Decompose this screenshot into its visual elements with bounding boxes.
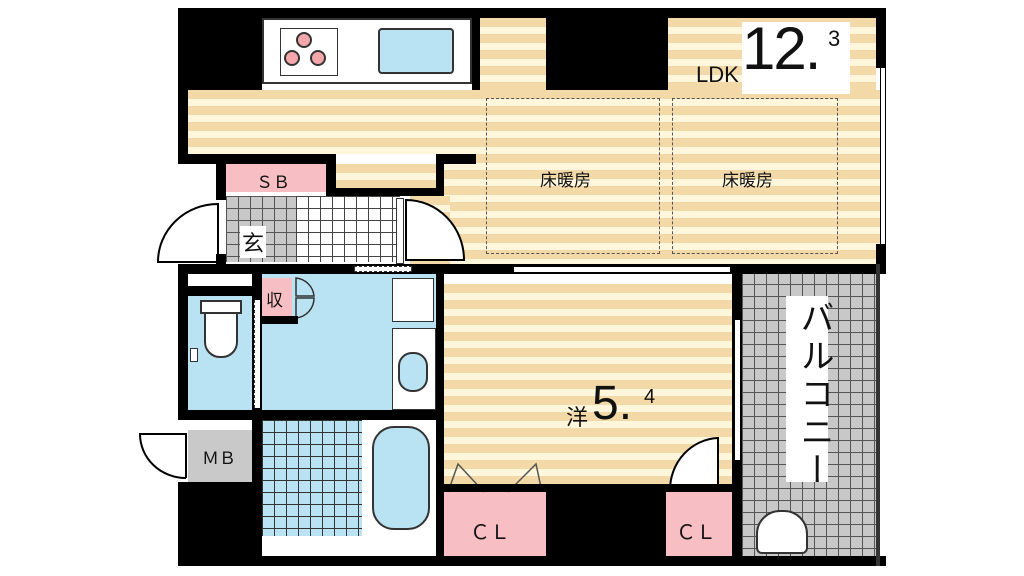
closet-right — [666, 492, 732, 564]
ldk-size-box — [742, 22, 850, 94]
wall — [546, 484, 666, 566]
window — [734, 320, 741, 460]
storage-label-overlay: 収 — [266, 291, 283, 310]
meter-box-label: ＭＢ — [202, 449, 236, 468]
wall — [188, 286, 252, 296]
toilet-tank-icon — [200, 300, 242, 314]
sliding-door — [254, 300, 260, 408]
ldk-floor-upper-strip — [480, 18, 546, 90]
burner-icon — [296, 32, 312, 48]
wall — [252, 274, 262, 566]
paper-holder-icon — [190, 348, 198, 362]
wall — [876, 264, 880, 566]
ldk-label: LDK — [696, 62, 739, 87]
closet-left — [444, 492, 546, 564]
sliding-door — [354, 266, 412, 272]
wall — [876, 8, 886, 68]
wall — [216, 254, 226, 268]
closet-right-label: ＣＬ — [676, 522, 716, 544]
floor-heating-label-left: 床暖房 — [540, 171, 591, 190]
wall — [436, 154, 444, 196]
sliding-door — [396, 198, 404, 264]
wall — [178, 264, 188, 418]
entrance-floor — [226, 196, 296, 262]
washbasin-icon — [398, 352, 428, 392]
washing-machine-icon — [392, 278, 434, 322]
ldk-size: 12. — [742, 15, 821, 82]
closet-left-door-icon — [447, 462, 543, 493]
ldk-floor-lower — [440, 154, 880, 264]
wall — [262, 316, 298, 324]
kitchen-sink-icon — [378, 28, 454, 74]
window — [514, 266, 730, 273]
ldk-floor — [188, 90, 880, 154]
corridor-floor — [334, 164, 440, 190]
entrance-tile — [296, 196, 400, 262]
wall — [262, 410, 436, 420]
ldk-size-decimal: 3 — [828, 26, 841, 51]
wall — [876, 244, 886, 272]
window — [880, 68, 886, 244]
closet-left-label: ＣＬ — [470, 522, 510, 544]
wall — [334, 188, 444, 196]
shoe-box — [226, 164, 326, 192]
bathtub-icon — [372, 426, 430, 530]
closet-door-icon — [295, 277, 315, 319]
meter-box — [188, 430, 252, 482]
hall-door-icon — [405, 198, 466, 261]
entrance-label: 玄 — [240, 226, 267, 258]
wall — [178, 154, 334, 164]
burner-icon — [310, 50, 326, 66]
wall — [546, 8, 668, 90]
wall — [178, 410, 262, 420]
wall — [178, 8, 886, 18]
meter-box-door-icon — [138, 433, 187, 479]
wall — [326, 154, 336, 196]
storage-closet-overlay — [262, 278, 292, 316]
balcony-label-bg — [786, 296, 828, 482]
western-room-size-decimal: 4 — [644, 386, 656, 408]
western-room-floor — [444, 284, 732, 484]
shoe-box-label: ＳＢ — [256, 173, 290, 192]
wall — [666, 484, 742, 492]
wall — [178, 8, 188, 164]
wall — [436, 274, 444, 566]
western-room-label: 洋 — [566, 405, 589, 430]
balcony-sink-icon — [756, 510, 808, 554]
balcony-label: バルコニー — [795, 300, 833, 490]
wall — [444, 484, 546, 492]
entrance-door-icon — [156, 202, 219, 263]
wall — [178, 8, 262, 90]
wall — [216, 154, 226, 200]
wall — [178, 482, 262, 566]
burner-icon — [284, 50, 300, 66]
floor-heating-zone-left — [486, 98, 660, 254]
wall — [436, 154, 476, 164]
wall — [472, 8, 480, 90]
western-room-size: 5. — [592, 377, 633, 430]
floor-heating-label-right: 床暖房 — [722, 171, 773, 190]
floor-heating-zone-right — [672, 98, 838, 254]
bathroom-floor — [262, 420, 362, 536]
